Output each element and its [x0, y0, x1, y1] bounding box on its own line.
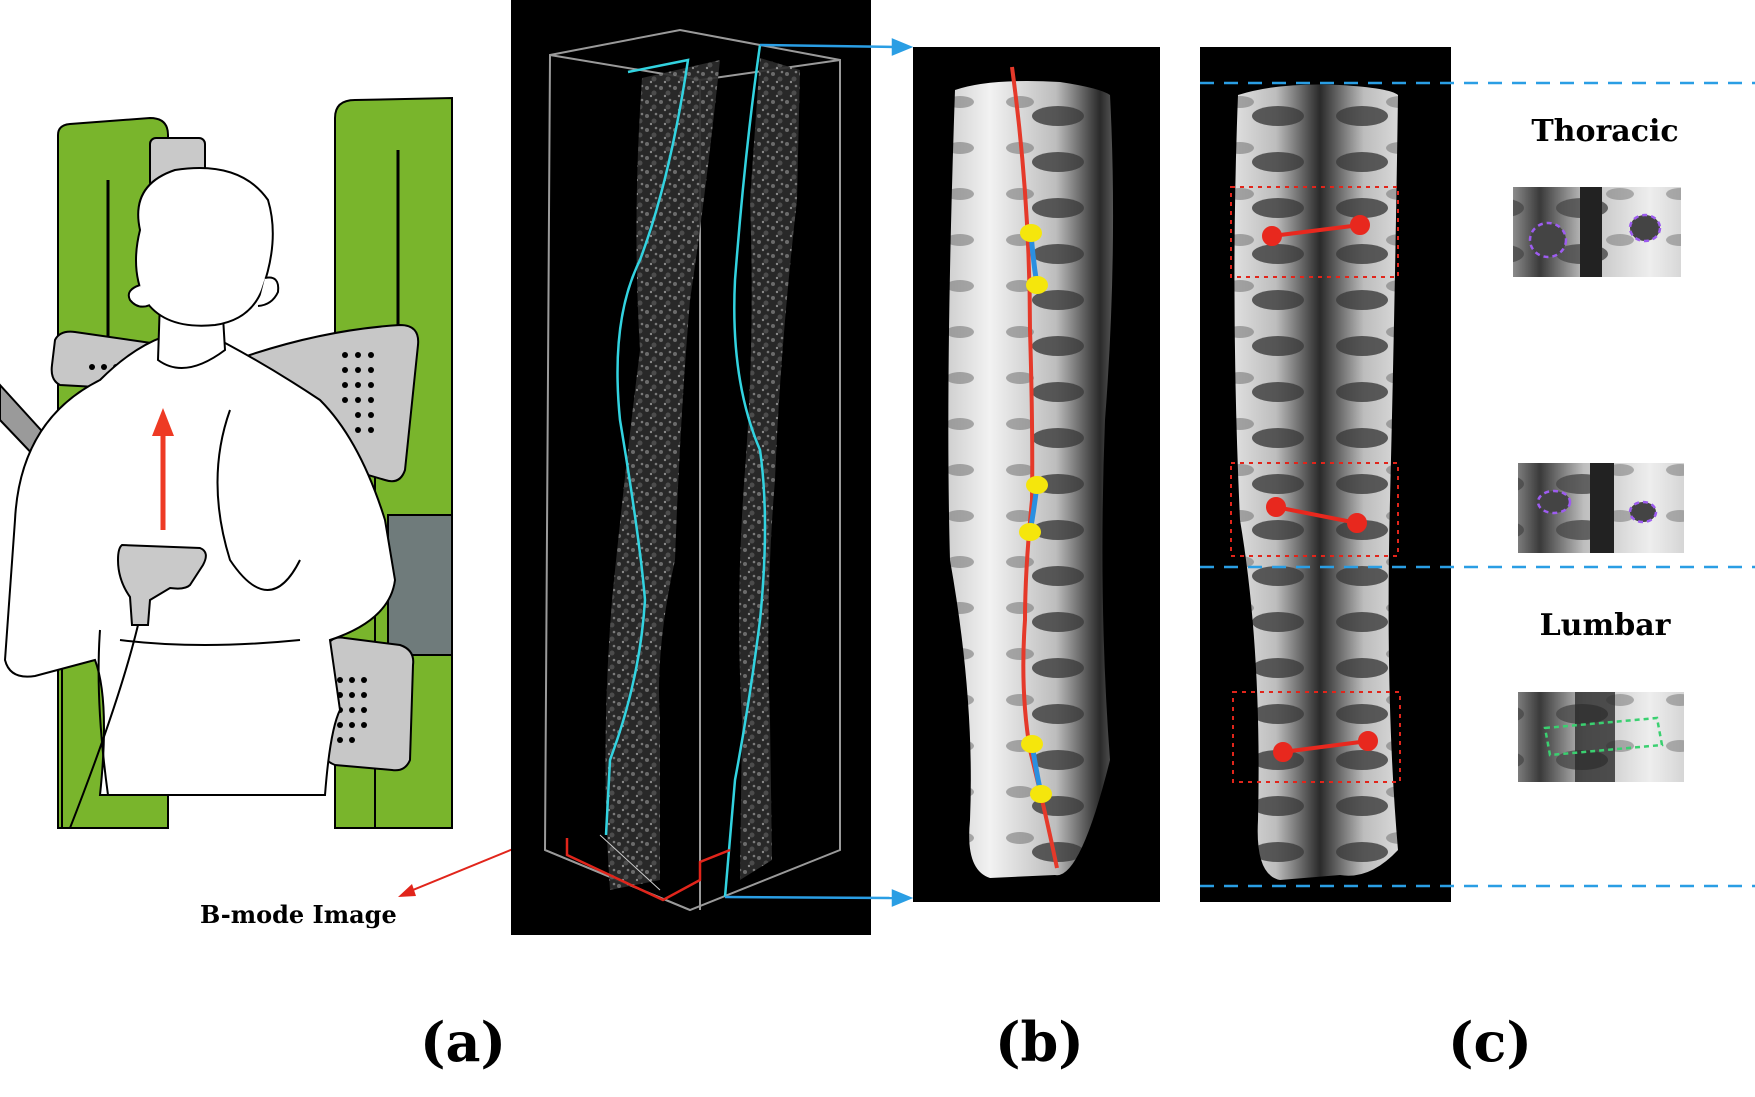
thoracic-thumbnail-upper	[1513, 187, 1681, 277]
patient-scanning-illustration	[0, 96, 453, 829]
lumbar-thumbnail	[1518, 692, 1684, 782]
slice-arrows	[724, 38, 914, 907]
bmode-frame-outline	[565, 834, 731, 902]
region-divider-lines	[1200, 81, 1755, 888]
caption-b: (b)	[995, 1010, 1084, 1074]
vertebra-markers	[1019, 224, 1052, 803]
bmode-image-label: B-mode Image	[200, 900, 397, 929]
thoracic-thumbnail-lower	[1518, 463, 1684, 553]
ultrasound-probe-icon	[69, 543, 207, 829]
roi-boxes	[1230, 186, 1401, 783]
thoracic-label: Thoracic	[1531, 114, 1679, 149]
lumbar-label: Lumbar	[1539, 608, 1671, 643]
caption-a: (a)	[420, 1010, 507, 1074]
scan-direction-arrow	[152, 408, 174, 530]
right-cyan-contour	[723, 44, 767, 898]
cobb-lines	[1262, 215, 1378, 762]
caption-c: (c)	[1448, 1010, 1532, 1074]
left-cyan-contour	[604, 58, 690, 836]
